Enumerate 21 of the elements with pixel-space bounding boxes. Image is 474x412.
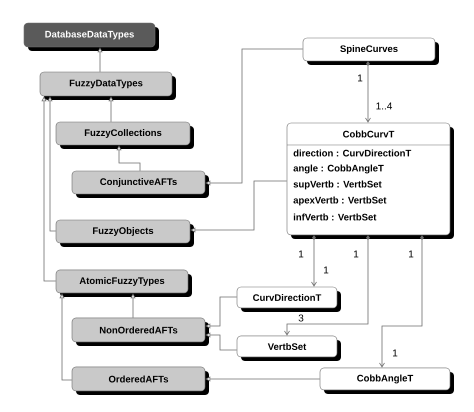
type-box: CurvDirectionT	[236, 286, 341, 312]
type-box: CobbAngleT	[320, 368, 454, 394]
type-box: NonOrderedAFTs	[72, 318, 209, 346]
multiplicity: 1	[299, 250, 304, 258]
multiplicity: 1	[324, 266, 328, 274]
type-box: FuzzyObjects	[56, 220, 194, 247]
multiplicity: 3	[298, 314, 304, 322]
type-box: AtomicFuzzyTypes	[56, 270, 192, 297]
multiplicity: 1	[358, 74, 362, 82]
type-box: FuzzyCollections	[56, 122, 194, 149]
multiplicity: 1..4	[376, 102, 392, 110]
multiplicity: 1	[354, 250, 358, 258]
type-box: ConjunctiveAFTs	[72, 170, 209, 198]
type-box: DatabaseDataTypes	[24, 22, 159, 51]
multiplicity: 1	[408, 250, 414, 258]
type-box: OrderedAFTs	[72, 366, 209, 395]
class-box: CobbCurvT direction : CurvDirectionT angle : CobbAngleT supVertb : VertbSet apexVertb : VertbSet infVertb : VertbSet	[286, 122, 454, 239]
type-box: VertbSet	[236, 336, 341, 361]
type-box: SpineCurves	[302, 38, 439, 65]
type-box: FuzzyDataTypes	[40, 72, 176, 100]
multiplicity: 1	[392, 350, 398, 356]
